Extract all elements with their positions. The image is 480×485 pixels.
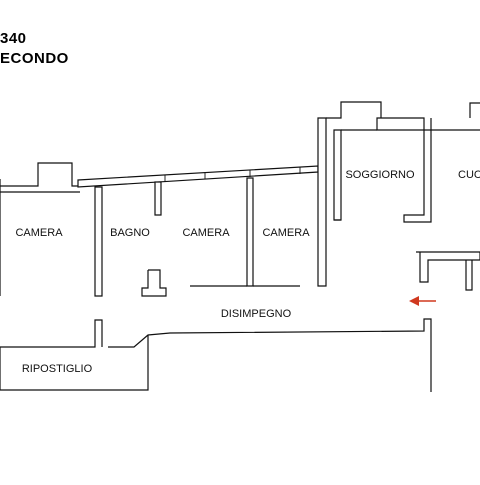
wall-top-left-inner [0, 186, 80, 193]
room-label-camera-mid: CAMERA [182, 227, 230, 239]
room-label-disimpegno: DISIMPEGNO [221, 308, 292, 320]
wall-ripostiglio-right [0, 335, 149, 391]
plan-header-line-2: ECONDO [0, 50, 69, 67]
room-label-cucina: CUC [458, 169, 480, 181]
room-labels: CAMERA BAGNO CAMERA CAMERA SOGGIORNO CUC… [15, 169, 480, 375]
room-label-camera-right: CAMERA [262, 227, 310, 239]
walls [0, 101, 480, 392]
wall-bagno-camera [154, 181, 162, 216]
room-label-soggiorno: SOGGIORNO [345, 169, 415, 181]
wall-soggiorno-top [326, 101, 425, 131]
plan-header-line-1: 340 [0, 30, 27, 47]
wall-top-left [0, 162, 80, 187]
room-label-camera-left: CAMERA [15, 227, 63, 239]
room-label-bagno: BAGNO [110, 227, 150, 239]
wall-ripostiglio-outline [0, 319, 103, 348]
wall-cucina-notch [469, 102, 480, 118]
wall-soggiorno-pillar [333, 129, 342, 221]
entrance-arrow-icon [409, 296, 436, 306]
room-label-ripostiglio: RIPOSTIGLIO [22, 363, 93, 375]
wall-camera-bagno [94, 186, 103, 297]
wall-corridor-bottom [108, 318, 432, 392]
wall-top-slanted [77, 165, 319, 188]
wall-camera-soggiorno [317, 117, 327, 287]
wall-right-post [465, 260, 473, 291]
wall-camera-camera [246, 177, 254, 287]
wall-right-structure [416, 251, 480, 283]
wall-cucina-top [430, 118, 480, 131]
wall-bagno-shaft [141, 269, 167, 297]
